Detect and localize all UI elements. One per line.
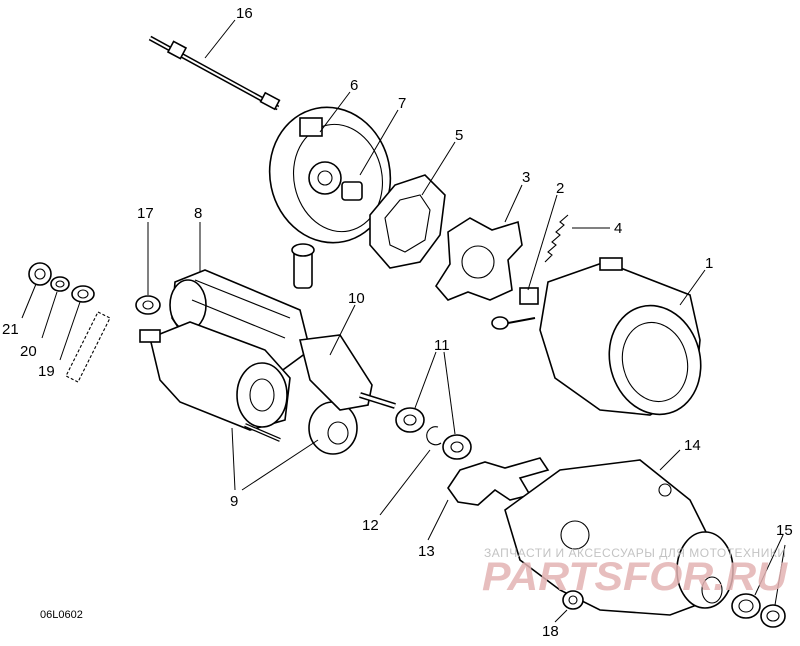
callout-1: 1 — [705, 255, 713, 272]
washer-19-part — [71, 285, 95, 303]
seal-15-part — [760, 604, 786, 628]
callout-14: 14 — [684, 437, 701, 454]
nut-21-part — [28, 262, 52, 286]
callout-15: 15 — [776, 522, 793, 539]
nut-18-part — [562, 590, 584, 610]
drive-housing-part — [504, 459, 734, 616]
drive-pinion-part — [299, 334, 396, 411]
bushing-15-part — [731, 593, 761, 619]
callout-4: 4 — [614, 220, 622, 237]
callout-20: 20 — [20, 343, 37, 360]
drawing-code: 06L0602 — [40, 609, 83, 621]
callout-16: 16 — [236, 5, 253, 22]
callout-9: 9 — [230, 493, 238, 510]
callout-6: 6 — [350, 77, 358, 94]
plunger-cap-part — [308, 401, 358, 455]
washer-17-part — [135, 295, 161, 315]
circlip-part — [426, 426, 442, 446]
callout-18: 18 — [542, 623, 559, 640]
callout-2: 2 — [556, 180, 564, 197]
callout-10: 10 — [348, 290, 365, 307]
callout-17: 17 — [137, 205, 154, 222]
callout-12: 12 — [362, 517, 379, 534]
brush-holder-part — [435, 217, 523, 301]
callout-8: 8 — [194, 205, 202, 222]
watermark: ЗАПЧАСТИ И АКСЕССУАРЫ ДЛЯ МОТОТЕХНИКИ PA… — [482, 546, 788, 599]
callout-19: 19 — [38, 363, 55, 380]
brush-spring-part — [544, 214, 569, 263]
bushing-part — [291, 243, 315, 289]
brush-part — [491, 287, 539, 330]
callout-labels: 16 6 7 5 3 2 4 1 8 17 10 11 12 13 14 15 … — [2, 5, 793, 640]
through-bolt-part — [148, 35, 281, 111]
solenoid-part — [139, 321, 291, 442]
callout-11: 11 — [434, 337, 450, 354]
brush-plate-gasket-part — [369, 174, 446, 269]
watermark-logo-text: PARTSFOR.RU — [482, 555, 788, 599]
bearing-11-part — [395, 407, 425, 433]
yoke-housing-part — [539, 257, 702, 416]
callout-5: 5 — [455, 127, 463, 144]
lock-washer-20-part — [50, 276, 70, 292]
terminal-link-part — [65, 311, 111, 383]
watermark-tagline: ЗАПЧАСТИ И АКСЕССУАРЫ ДЛЯ МОТОТЕХНИКИ — [484, 546, 786, 560]
callout-21: 21 — [2, 321, 19, 338]
leader-lines — [21, 19, 786, 623]
callout-3: 3 — [522, 169, 530, 186]
washer-11-part — [442, 434, 472, 460]
callout-13: 13 — [418, 543, 435, 560]
end-cover-part — [268, 106, 392, 244]
callout-7: 7 — [398, 95, 406, 112]
